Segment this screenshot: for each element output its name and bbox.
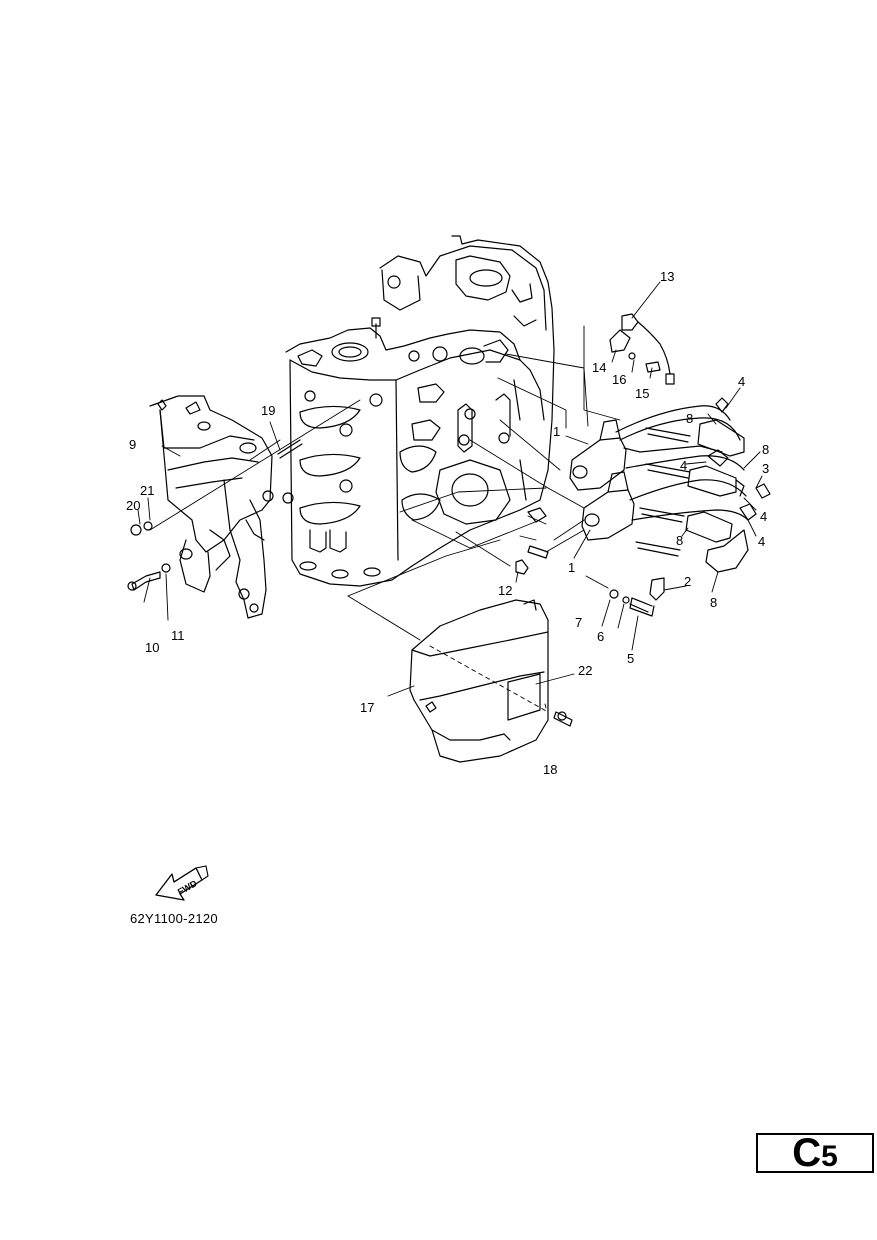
leader-lines bbox=[137, 281, 763, 709]
callout-7: 7 bbox=[575, 615, 582, 630]
callout-8-b: 8 bbox=[762, 442, 769, 457]
callout-11: 11 bbox=[171, 628, 185, 643]
callout-19: 19 bbox=[261, 403, 275, 418]
callout-4-b: 4 bbox=[680, 458, 687, 473]
callout-12: 12 bbox=[498, 583, 512, 598]
callout-20: 20 bbox=[126, 498, 140, 513]
callout-5: 5 bbox=[627, 651, 634, 666]
page-tag: C 5 bbox=[756, 1133, 874, 1173]
callout-6: 6 bbox=[597, 629, 604, 644]
fwd-arrow-icon: FWD bbox=[155, 865, 209, 901]
callout-3: 3 bbox=[762, 461, 769, 476]
callout-8-c: 8 bbox=[676, 533, 683, 548]
callout-2: 2 bbox=[684, 574, 691, 589]
callout-4-c: 4 bbox=[760, 509, 767, 524]
fwd-label: FWD bbox=[176, 878, 199, 897]
page-tag-letter: C bbox=[792, 1131, 822, 1175]
mounting-bracket bbox=[149, 395, 274, 619]
electrical-cover bbox=[409, 599, 549, 763]
cylinder-block bbox=[282, 235, 555, 587]
callout-17: 17 bbox=[360, 700, 374, 715]
callout-15: 15 bbox=[635, 386, 649, 401]
callout-14: 14 bbox=[592, 360, 606, 375]
callout-22: 22 bbox=[578, 663, 592, 678]
spark-plug-caps bbox=[685, 397, 757, 573]
callout-4-d: 4 bbox=[758, 534, 765, 549]
callout-4-a: 4 bbox=[738, 374, 745, 389]
callout-9: 9 bbox=[129, 437, 136, 452]
callout-8-d: 8 bbox=[710, 595, 717, 610]
callout-labels: 1 1 2 3 4 4 4 4 5 6 7 8 8 8 8 9 10 11 12… bbox=[126, 269, 769, 777]
callout-8-a: 8 bbox=[686, 411, 693, 426]
assembly-lines bbox=[347, 325, 621, 713]
callout-13: 13 bbox=[660, 269, 674, 284]
callout-18: 18 bbox=[543, 762, 557, 777]
document-code: 62Y1100-2120 bbox=[130, 911, 218, 926]
callout-1-lower: 1 bbox=[568, 560, 575, 575]
spark-plugs bbox=[635, 427, 691, 557]
page-tag-number: 5 bbox=[821, 1140, 838, 1173]
callout-16: 16 bbox=[612, 372, 626, 387]
small-hardware bbox=[127, 439, 771, 727]
callout-10: 10 bbox=[145, 640, 159, 655]
temperature-sensor bbox=[609, 313, 675, 385]
callout-1-upper: 1 bbox=[553, 424, 560, 439]
callout-21: 21 bbox=[140, 483, 154, 498]
